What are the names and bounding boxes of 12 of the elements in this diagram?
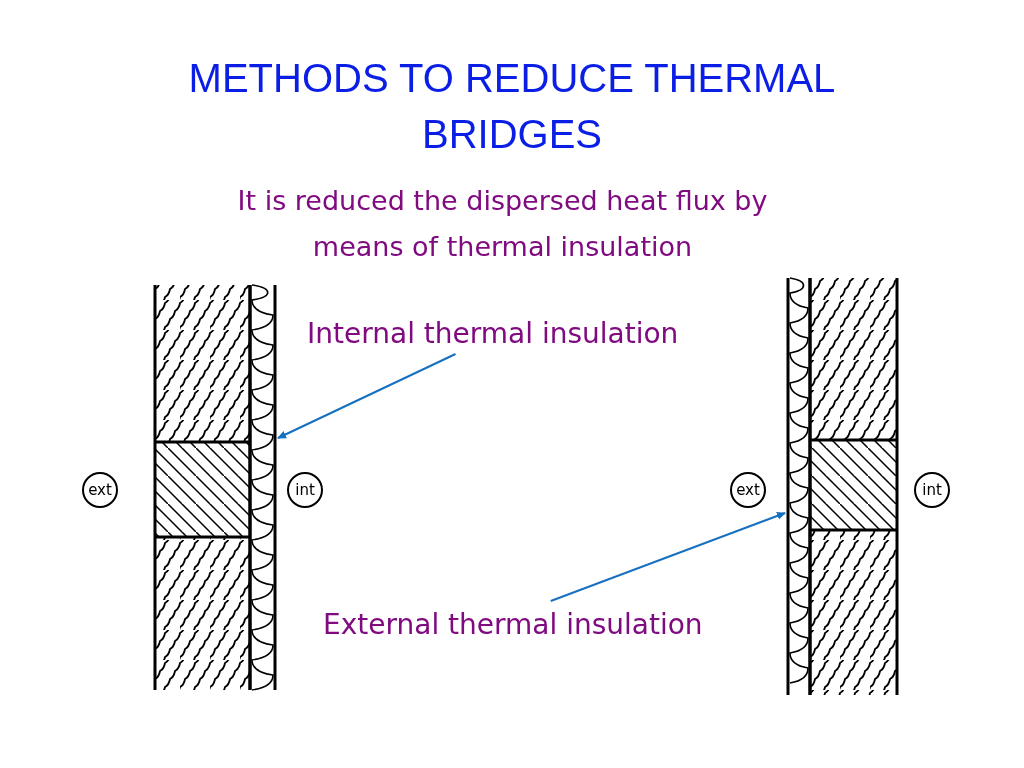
title: METHODS TO REDUCE THERMAL BRIDGES bbox=[187, 55, 837, 158]
leader-arrow bbox=[277, 353, 457, 439]
side-marker: int bbox=[914, 472, 950, 508]
leader-arrow bbox=[549, 512, 786, 602]
side-marker: ext bbox=[82, 472, 118, 508]
side-marker: int bbox=[287, 472, 323, 508]
side-marker: ext bbox=[730, 472, 766, 508]
insulation-layer bbox=[248, 283, 277, 692]
insulation-layer bbox=[786, 276, 812, 697]
callout-text: External thermal insulation bbox=[323, 607, 703, 643]
callout-text: Internal thermal insulation bbox=[307, 316, 679, 352]
subtitle: It is reduced the dispersed heat flux by means of thermal insulation bbox=[236, 184, 769, 264]
